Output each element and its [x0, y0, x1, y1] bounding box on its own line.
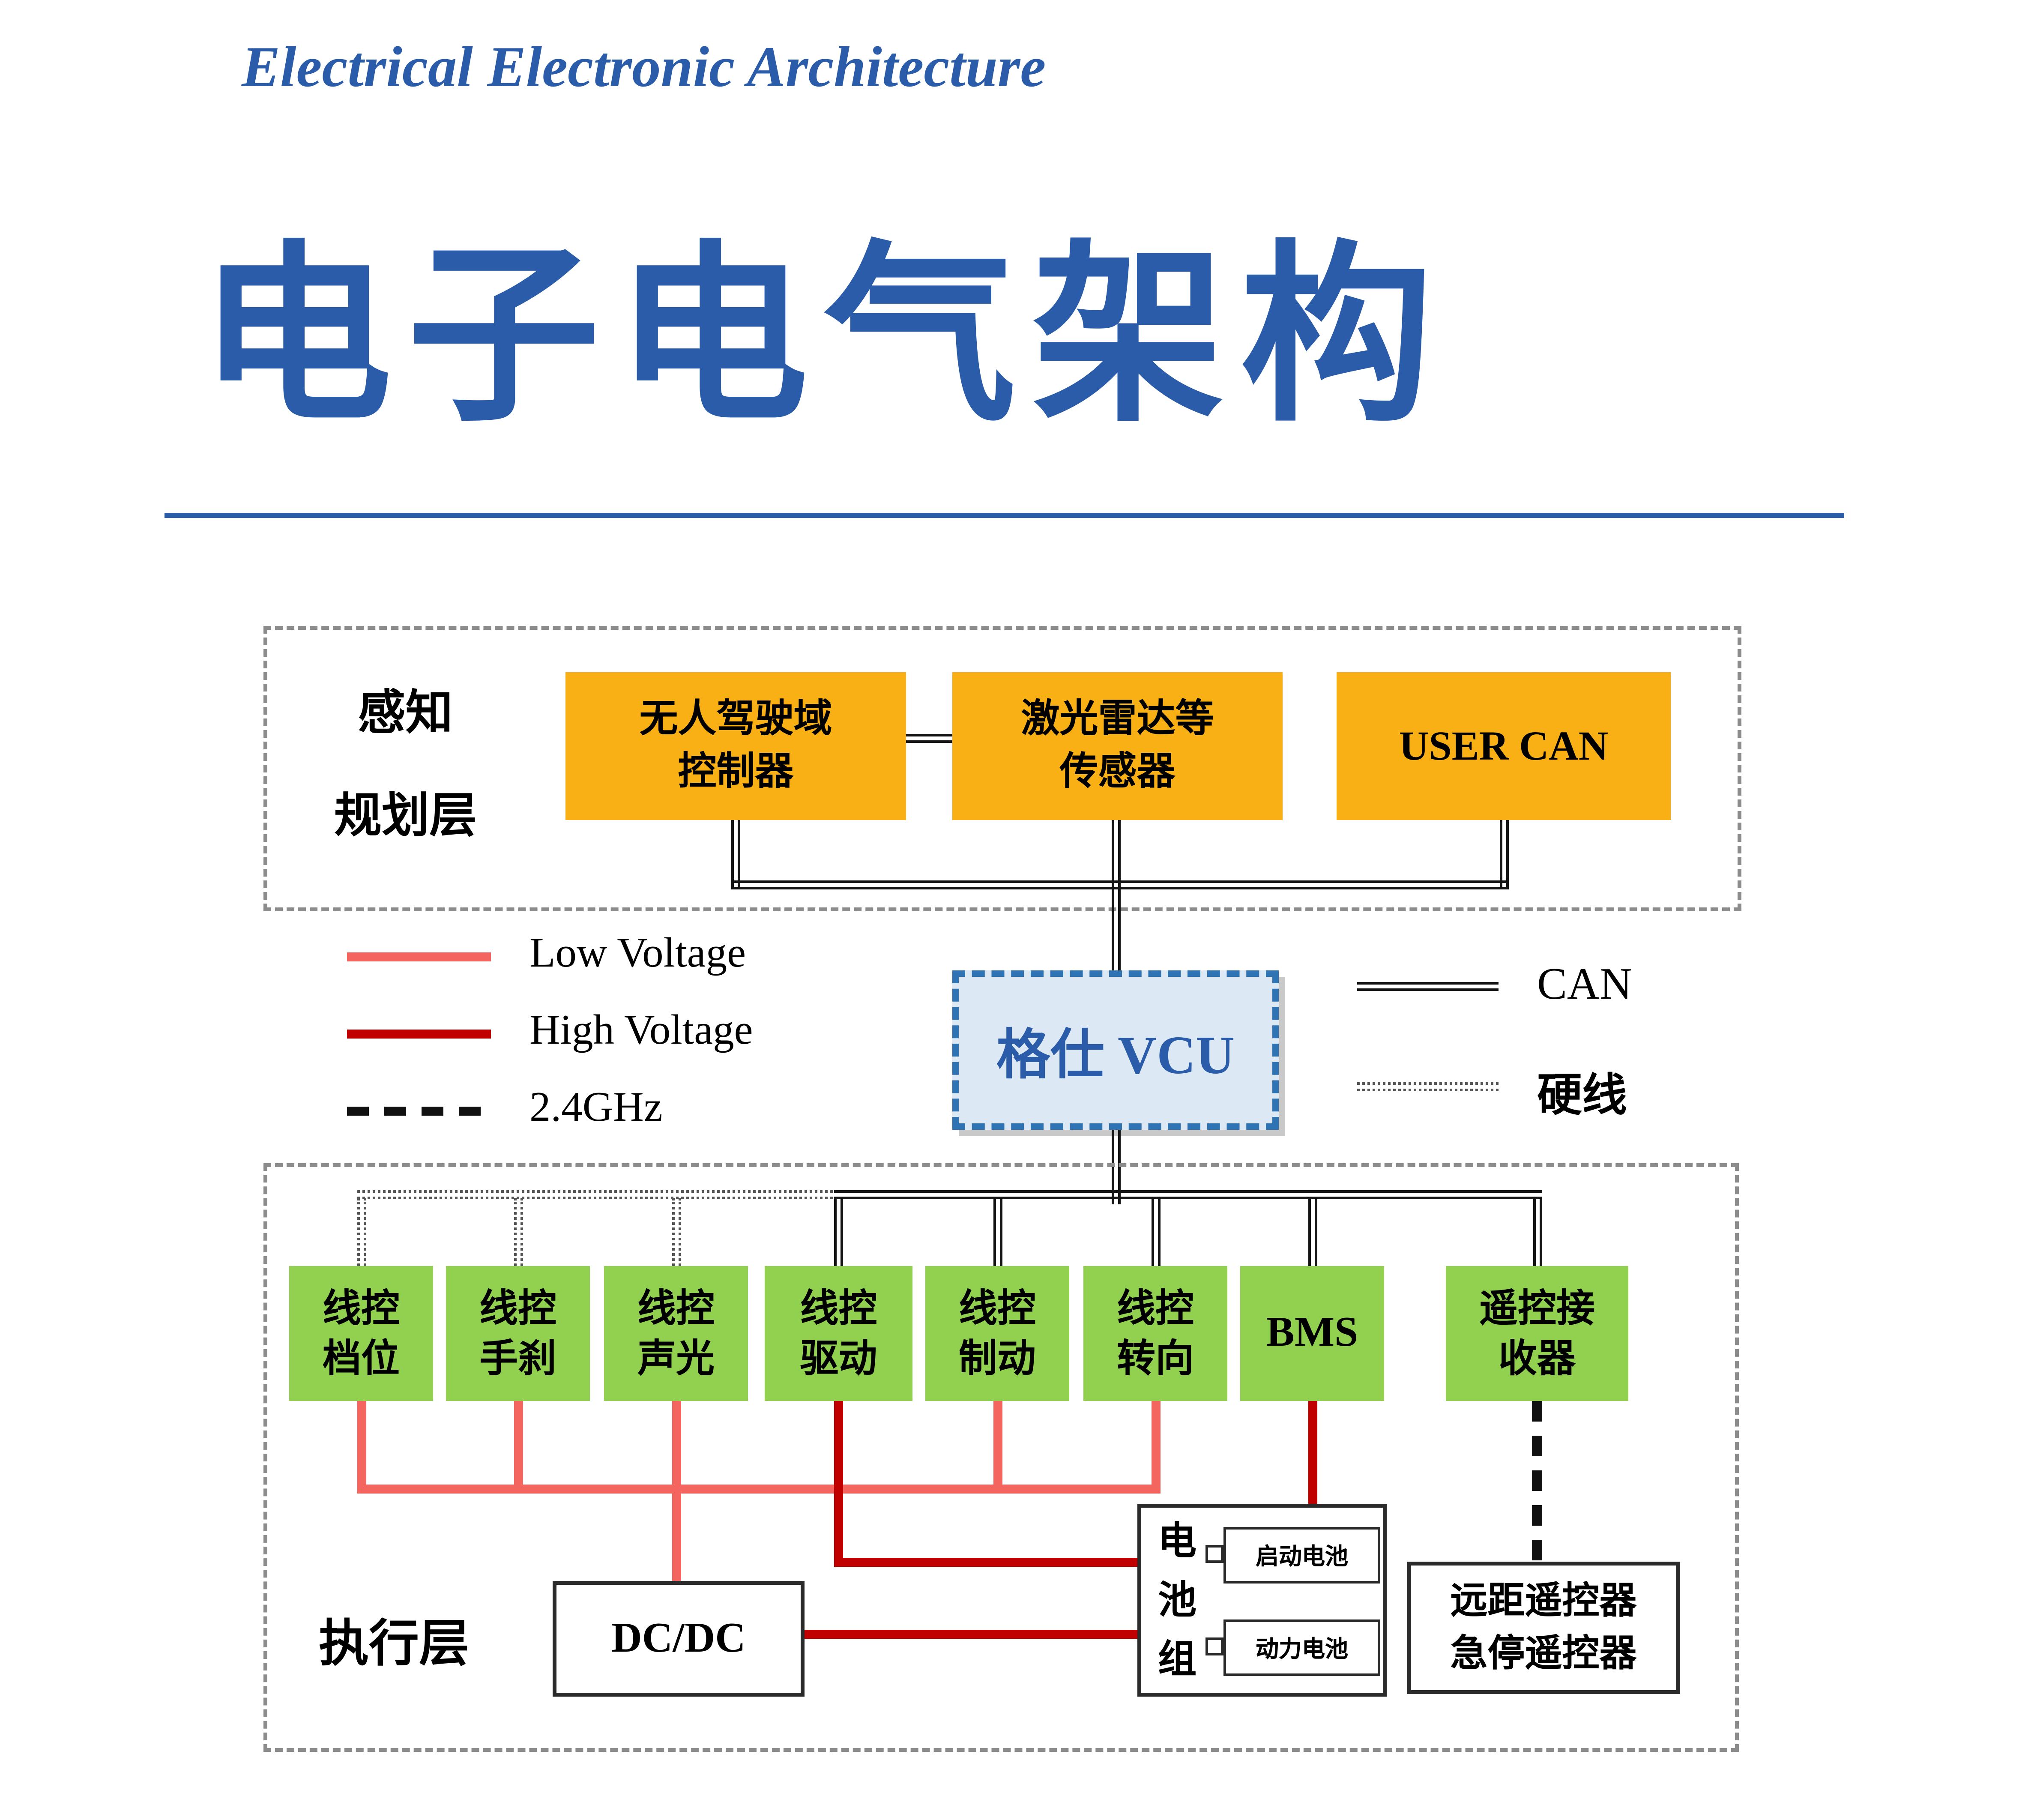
battery-connector-1	[1205, 1545, 1223, 1563]
wire-handbrake-box: 线控 手刹	[446, 1266, 590, 1401]
wireless-link-receiver-to-remote	[1532, 1401, 1542, 1562]
perception-layer-label: 感知 规划层	[293, 674, 518, 846]
lv-bus	[356, 1485, 1160, 1494]
hardwire-drop-soundlight	[671, 1198, 681, 1266]
dcdc-box: DC/DC	[553, 1581, 805, 1697]
power-battery-cell: 动力电池	[1223, 1619, 1380, 1676]
remote-receiver-line1: 遥控接	[1479, 1287, 1595, 1330]
can-drop-remote-receiver	[1532, 1198, 1542, 1266]
driving-domain-controller-line1: 无人驾驶域	[639, 698, 832, 740]
lv-drop-steering	[1151, 1401, 1160, 1494]
remote-controllers-line1: 远距遥控器	[1450, 1581, 1637, 1622]
can-drop-to-vcu	[1111, 820, 1120, 972]
user-can-label: USER CAN	[1399, 722, 1609, 769]
dcdc-label: DC/DC	[611, 1615, 746, 1661]
legend-can-line	[1357, 982, 1499, 991]
wire-soundlight-line2: 声光	[637, 1337, 715, 1380]
remote-controllers-box: 远距遥控器 急停遥控器	[1407, 1562, 1680, 1694]
legend-hardwire-label: 硬线	[1537, 1071, 1627, 1121]
starter-battery-cell: 启动电池	[1223, 1527, 1380, 1584]
legend-can-label: CAN	[1537, 959, 1632, 1009]
wire-drive-box: 线控 驱动	[765, 1266, 912, 1401]
can-drop-brake	[993, 1198, 1002, 1266]
perception-layer-label-line1: 感知	[358, 686, 453, 739]
wire-drive-line1: 线控	[800, 1287, 877, 1330]
vcu-label: 格仕 VCU	[996, 1026, 1235, 1086]
lidar-sensors-line1: 激光雷达等	[1021, 698, 1214, 740]
wire-steering-box: 线控 转向	[1083, 1266, 1227, 1401]
legend-24ghz-line	[347, 1107, 491, 1116]
lv-drop-soundlight-to-dcdc	[671, 1401, 681, 1581]
execution-layer-label: 执行层	[319, 1617, 470, 1672]
lv-drop-handbrake	[513, 1401, 523, 1494]
lv-drop-brake	[993, 1401, 1002, 1494]
execution-layer-frame	[263, 1163, 1739, 1752]
wire-gear-box: 线控 档位	[289, 1266, 433, 1401]
can-drop-controller	[730, 820, 740, 889]
battery-pack-box: 电 池 组 启动电池 动力电池	[1137, 1504, 1387, 1697]
legend-high-voltage-line	[347, 1030, 491, 1039]
can-drop-steering	[1151, 1198, 1160, 1266]
wire-gear-line2: 档位	[323, 1337, 400, 1380]
legend-low-voltage-line	[347, 952, 491, 961]
hardwire-drop-handbrake	[513, 1198, 523, 1266]
wire-brake-line1: 线控	[959, 1287, 1036, 1330]
can-bus-execution	[834, 1190, 1542, 1199]
lv-drop-gear	[356, 1401, 366, 1494]
can-drop-vcu-to-execution	[1111, 1130, 1120, 1204]
battery-char-2: 池	[1158, 1580, 1196, 1622]
english-subtitle: Electrical Electronic Architecture	[242, 35, 1046, 99]
legend-24ghz-label: 2.4GHz	[529, 1085, 663, 1131]
bms-label: BMS	[1266, 1310, 1358, 1356]
hardwire-bus	[357, 1190, 838, 1199]
wire-soundlight-line1: 线控	[637, 1287, 715, 1330]
legend-low-voltage-label: Low Voltage	[529, 931, 746, 977]
driving-domain-controller-line2: 控制器	[678, 750, 794, 793]
vcu-box: 格仕 VCU	[952, 970, 1279, 1130]
title-divider-line	[165, 513, 1844, 518]
remote-receiver-line2: 收器	[1499, 1337, 1576, 1380]
battery-connector-2	[1205, 1637, 1223, 1655]
wire-handbrake-line1: 线控	[479, 1287, 556, 1330]
legend-hardwire-line	[1357, 1082, 1499, 1091]
perception-layer-label-line2: 规划层	[334, 789, 477, 842]
battery-pack-label: 电 池 组	[1154, 1513, 1200, 1690]
wire-drive-line2: 驱动	[800, 1337, 877, 1380]
bms-box: BMS	[1240, 1266, 1384, 1401]
lidar-sensors-box: 激光雷达等 传感器	[952, 672, 1283, 820]
user-can-box: USER CAN	[1337, 672, 1671, 820]
remote-controllers-line2: 急停遥控器	[1450, 1633, 1637, 1674]
hv-drop-drive	[834, 1401, 843, 1567]
wire-gear-line1: 线控	[323, 1287, 400, 1330]
remote-receiver-box: 遥控接 收器	[1446, 1266, 1628, 1401]
can-drop-bms	[1307, 1198, 1317, 1266]
hv-dcdc-to-battery	[802, 1630, 1139, 1639]
can-drop-user-can	[1499, 820, 1508, 889]
can-drop-drive	[834, 1198, 843, 1266]
hv-bms-to-battery	[1307, 1401, 1317, 1504]
battery-char-3: 组	[1158, 1639, 1196, 1681]
wire-soundlight-box: 线控 声光	[604, 1266, 748, 1401]
starter-battery-label: 启动电池	[1256, 1544, 1348, 1569]
wire-handbrake-line2: 手刹	[479, 1337, 556, 1380]
power-battery-label: 动力电池	[1256, 1636, 1348, 1662]
legend-high-voltage-label: High Voltage	[529, 1008, 753, 1054]
wire-brake-box: 线控 制动	[925, 1266, 1069, 1401]
can-line-controller-to-sensors	[906, 734, 952, 743]
hv-drive-to-battery	[834, 1558, 1143, 1567]
battery-char-1: 电	[1158, 1521, 1196, 1563]
page-title: 电子电气架构	[199, 228, 1449, 443]
driving-domain-controller-box: 无人驾驶域 控制器	[565, 672, 906, 820]
lidar-sensors-line2: 传感器	[1059, 750, 1176, 793]
perception-layer-frame	[263, 626, 1741, 911]
wire-steering-line2: 转向	[1117, 1337, 1194, 1380]
wire-brake-line2: 制动	[959, 1337, 1036, 1380]
hardwire-drop-gear	[356, 1198, 366, 1266]
wire-steering-line1: 线控	[1117, 1287, 1194, 1330]
